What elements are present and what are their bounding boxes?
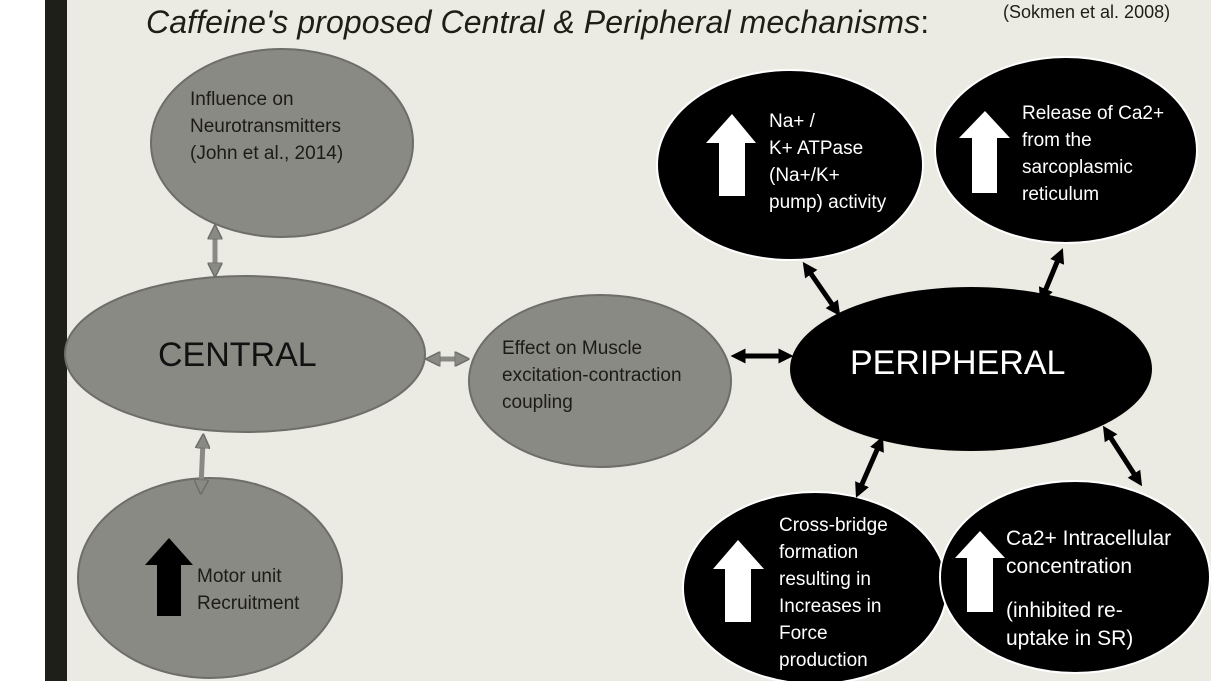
cross-bridge-label: Cross-bridge formation resulting in Incr… xyxy=(779,512,888,674)
neurotransmitters-line: Influence on xyxy=(190,89,294,110)
cross-bridge-line: resulting in xyxy=(779,569,871,590)
cross-bridge-line: formation xyxy=(779,542,859,563)
connector-central-motor xyxy=(201,441,203,487)
cross-bridge-line: Force xyxy=(779,623,828,644)
central-node xyxy=(64,275,426,433)
peripheral-label: PERIPHERAL xyxy=(850,344,1066,382)
connector-peripheral-na-k xyxy=(802,261,841,317)
motor-unit-label: Motor unit Recruitment xyxy=(197,563,299,617)
slide-title: Caffeine's proposed Central & Peripheral… xyxy=(146,4,930,40)
cross-bridge-line: Increases in xyxy=(779,596,882,617)
na-k-atpase-line: Na+ / xyxy=(769,111,815,132)
na-k-atpase-node xyxy=(656,69,924,261)
ca-intracellular-node xyxy=(939,480,1211,674)
ca-release-line: sarcoplasmic xyxy=(1022,157,1133,178)
na-k-atpase-line: (Na+/K+ xyxy=(769,165,840,186)
ca-intracellular-line: uptake in SR) xyxy=(1006,627,1134,650)
cross-bridge-line: production xyxy=(779,650,868,671)
up-arrow-icon xyxy=(713,540,764,622)
connector-peripheral-ca-intracellular xyxy=(1102,425,1143,487)
muscle-coupling-node xyxy=(468,294,732,468)
up-arrow-icon xyxy=(955,531,1005,612)
ca-release-node xyxy=(934,56,1198,244)
neurotransmitters-line: (John et al., 2014) xyxy=(190,143,344,164)
neurotransmitters-line: Neurotransmitters xyxy=(190,116,341,137)
cross-bridge-line: Cross-bridge xyxy=(779,515,888,536)
na-k-atpase-label: Na+ / K+ ATPase (Na+/K+ pump) activity xyxy=(769,108,886,216)
up-arrow-icon xyxy=(959,111,1010,193)
ca-release-line: from the xyxy=(1022,130,1092,151)
neurotransmitters-label: Influence on Neurotransmitters (John et … xyxy=(190,86,343,167)
ca-release-line: Release of Ca2+ xyxy=(1022,103,1165,124)
up-arrow-icon xyxy=(706,114,756,196)
na-k-atpase-line: K+ ATPase xyxy=(769,138,864,159)
left-accent-stripe xyxy=(45,0,67,681)
ca-intracellular-line: (inhibited re- xyxy=(1006,599,1123,622)
motor-unit-line: Motor unit xyxy=(197,566,282,587)
central-label: CENTRAL xyxy=(158,336,317,374)
ca-intracellular-label: Ca2+ Intracellular concentration (inhibi… xyxy=(1006,525,1171,653)
muscle-coupling-line: Effect on Muscle xyxy=(502,338,643,359)
peripheral-node xyxy=(790,287,1152,451)
muscle-coupling-label: Effect on Muscle excitation-contraction … xyxy=(502,335,682,416)
muscle-coupling-line: excitation-contraction xyxy=(502,365,682,386)
ca-intracellular-line: Ca2+ Intracellular xyxy=(1006,527,1172,550)
ca-intracellular-line: concentration xyxy=(1006,555,1133,578)
ca-release-line: reticulum xyxy=(1022,184,1100,205)
neurotransmitters-node xyxy=(150,48,414,238)
connector-peripheral-cross-bridge xyxy=(855,436,884,498)
motor-unit-line: Recruitment xyxy=(197,593,300,614)
connector-peripheral-ca-release xyxy=(1038,248,1065,303)
ca-intracellular-spacer xyxy=(1006,581,1171,597)
muscle-coupling-line: coupling xyxy=(502,392,573,413)
up-arrow-icon xyxy=(145,538,193,616)
ca-release-label: Release of Ca2+ from the sarcoplasmic re… xyxy=(1022,100,1164,208)
citation: (Sokmen et al. 2008) xyxy=(1003,2,1171,22)
na-k-atpase-line: pump) activity xyxy=(769,192,887,213)
